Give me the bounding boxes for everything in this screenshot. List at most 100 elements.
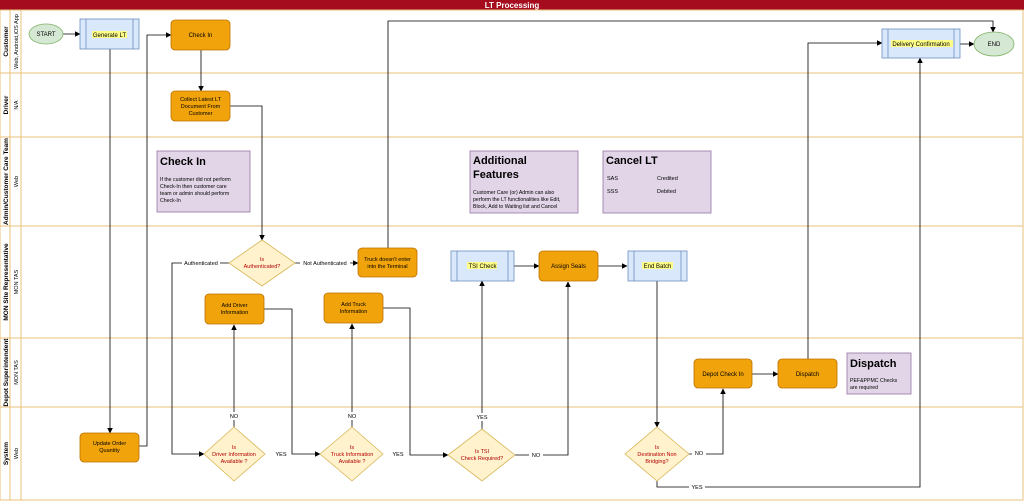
note-body-line: perform the LT functionalities like Edit… (473, 197, 560, 203)
note-title: Additional (473, 155, 527, 167)
edge-addtruck-tsireq (383, 307, 449, 458)
assign-seals-label: Assign Seals (551, 264, 586, 270)
collect-doc-line: Customer (189, 111, 213, 117)
end-batch-subprocess[interactable]: End Batch (627, 250, 688, 282)
add-truck-process[interactable]: Add Truck Information (323, 292, 384, 324)
edge-label-no: NO (348, 414, 357, 420)
depot-check-in-process[interactable]: Depot Check In (693, 358, 753, 389)
decision-line: Available ? (339, 459, 366, 465)
decision-line: Bridging? (645, 459, 668, 465)
edge-collect-auth (230, 105, 265, 241)
decision-line: Check Required? (461, 456, 504, 462)
lane-sublabel: N/A (14, 100, 20, 110)
decision-line: Destination Non (637, 452, 676, 458)
lane-sublabel: Web, Android,iOS App (14, 14, 20, 69)
add-driver-process[interactable]: Add Driver Information (204, 293, 265, 325)
lane-mon-site-representative: MON Site Representative MON TAS (0, 225, 1024, 339)
decision-line: Available ? (221, 459, 248, 465)
collect-document-process[interactable]: Collect Latest LT Document From Customer (170, 90, 231, 122)
diagram-title: LT Processing (485, 1, 540, 10)
lane-label: System (3, 442, 10, 465)
edge-label-yes: YES (476, 415, 487, 421)
cancel-row-key: SAS (607, 176, 618, 182)
decision-line: Is TSI (475, 449, 490, 455)
tsi-required-decision[interactable]: Is TSI Check Required? (447, 428, 516, 482)
depot-check-in-label: Depot Check In (702, 372, 743, 378)
delivery-confirmation-label: Delivery Confirmation (892, 42, 949, 48)
decision-line: Authenticated? (244, 264, 281, 270)
decision-line: Is (655, 445, 660, 451)
note-body-line: PEF&PPMC Checks (850, 378, 898, 384)
edge-dispatch-delivery (807, 40, 883, 359)
cancel-row-key: SSS (607, 189, 618, 195)
decision-line: Truck Information (331, 452, 374, 458)
lane-customer: Customer Web, Android,iOS App (0, 9, 1024, 74)
tsi-check-subprocess[interactable]: TSI Check (450, 250, 515, 282)
end-terminal[interactable]: END (973, 31, 1015, 57)
is-authenticated-decision[interactable]: Is Authenticated? (228, 239, 296, 287)
dispatch-process[interactable]: Dispatch (777, 358, 838, 389)
title-bar (0, 0, 1024, 10)
generate-lt-label: Generate LT (93, 33, 127, 39)
edge-label-no: NO (230, 414, 239, 420)
note-body-line: Block, Add to Waiting list and Cancel (473, 204, 557, 210)
driver-info-available-decision[interactable]: Is Driver Information Available ? (203, 426, 266, 482)
edge-notauth-end (387, 20, 996, 248)
note-body-line: Check-In then customer care (160, 184, 227, 190)
check-in-process[interactable]: Check In (170, 19, 231, 51)
note-title: Cancel LT (606, 155, 658, 167)
decision-line: Is (350, 445, 355, 451)
edge-label-authenticated: Authenticated (184, 261, 218, 267)
note-body-line: are required (850, 385, 878, 391)
truck-not-enter-line: Truck doesn't enter (364, 257, 411, 263)
truck-not-enter-line: into the Terminal (367, 264, 407, 270)
decision-line: Driver Information (212, 452, 256, 458)
add-driver-line: Add Driver (222, 303, 248, 309)
start-label: START (36, 32, 55, 38)
lane-sublabel: Web (14, 448, 20, 459)
edge-labels: Authenticated Not Authenticated NO YES N… (182, 259, 706, 491)
truck-not-enter-process[interactable]: Truck doesn't enter into the Terminal (357, 247, 418, 278)
truck-info-available-decision[interactable]: Is Truck Information Available ? (319, 426, 384, 482)
add-driver-line: Information (221, 310, 249, 316)
lane-sublabel: MON TAS (14, 269, 20, 294)
tsi-check-label: TSI Check (468, 264, 497, 270)
dispatch-note: Dispatch PEF&PPMC Checks are required (846, 352, 912, 395)
lane-label: Customer (3, 26, 10, 57)
connectors (63, 20, 996, 488)
lane-label: Driver (3, 95, 10, 114)
cancel-row-value: Credited (657, 176, 678, 182)
lane-label: Admin/Customer Care Team (3, 138, 10, 225)
assign-seals-process[interactable]: Assign Seals (538, 250, 599, 282)
decision-line: Is (260, 257, 265, 263)
note-title: Check In (160, 156, 206, 168)
collect-doc-line: Document From (181, 104, 221, 110)
edge-label-yes: YES (275, 452, 286, 458)
end-label: END (988, 42, 1001, 48)
lane-driver: Driver N/A (0, 72, 1024, 138)
generate-lt-subprocess[interactable]: Generate LT (79, 18, 140, 50)
add-truck-line: Add Truck (341, 302, 366, 308)
additional-features-note: Additional Features Customer Care (or) A… (469, 150, 579, 214)
destination-non-bridging-decision[interactable]: Is Destination Non Bridging? (624, 426, 690, 482)
edge-label-not-authenticated: Not Authenticated (303, 261, 346, 267)
start-terminal[interactable]: START (28, 23, 64, 45)
edge-label-yes: YES (691, 485, 702, 491)
edge-update-checkin (139, 32, 172, 447)
edge-label-no: NO (695, 451, 704, 457)
edge-label-no: NO (532, 453, 541, 459)
cancel-row-value: Debited (657, 189, 676, 195)
collect-doc-line: Collect Latest LT (180, 97, 222, 103)
lane-label: Depot Superintendent (3, 338, 10, 407)
note-body-line: Check-In (160, 198, 181, 204)
note-body-line: Customer Care (or) Admin can also (473, 190, 554, 196)
note-body-line: If the customer did not perform (160, 177, 231, 183)
check-in-label: Check In (189, 33, 213, 39)
cancel-lt-note: Cancel LT SAS Credited SSS Debited (602, 150, 712, 214)
delivery-confirmation-subprocess[interactable]: Delivery Confirmation (881, 28, 961, 59)
update-order-line: Quantity (99, 448, 120, 454)
lane-label: MON Site Representative (3, 243, 10, 321)
decision-line: Is (232, 445, 237, 451)
update-order-quantity-process[interactable]: Update Order Quantity (79, 432, 140, 463)
